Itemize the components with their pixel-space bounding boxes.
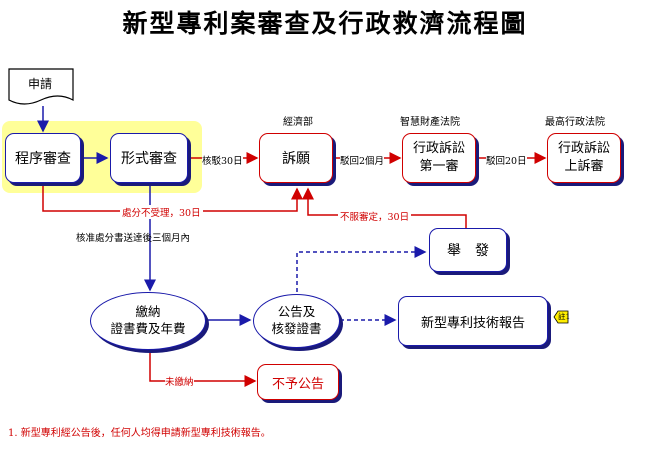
invalidation-box: 舉 發 <box>429 228 507 272</box>
page-title: 新型專利案審查及行政救濟流程圖 <box>122 9 528 38</box>
formal-review-label: 形式審查 <box>121 151 177 167</box>
no-announce-box: 不予公告 <box>257 364 339 400</box>
pay-fee-line1: 繳納 <box>135 304 161 320</box>
admin-litigation-first-line1: 行政訴訟 <box>412 141 465 157</box>
pay-fee-ellipse: 繳納 證書費及年費 <box>90 292 206 350</box>
label-disposal-dissatisfied: 處分不受理，30日 <box>120 205 203 219</box>
admin-litigation-appeal-box: 行政訴訟 上訴審 <box>547 133 621 183</box>
invalidation-label: 舉 發 <box>447 243 489 259</box>
apply-document <box>8 68 74 105</box>
label-decision-dissatisfied: 不服審定，30日 <box>338 209 412 223</box>
no-announce-label: 不予公告 <box>271 376 324 392</box>
authority-moea: 經濟部 <box>283 117 313 128</box>
petition-label: 訴願 <box>282 151 310 167</box>
admin-litigation-appeal-line1: 行政訴訟 <box>557 141 610 157</box>
label-dismissed-20: 駁回20日 <box>486 153 527 167</box>
note-badge-label: 註1 <box>558 312 571 321</box>
authority-supreme-admin-court: 最高行政法院 <box>545 117 605 128</box>
note-flag-icon <box>553 310 569 324</box>
admin-litigation-first-line2: 第一審 <box>419 159 459 174</box>
authority-ip-court: 智慧財產法院 <box>400 117 460 128</box>
edge-pay-noannounce <box>149 352 257 387</box>
announce-line2: 核發證書 <box>271 321 322 336</box>
label-dismissed-2m: 駁回2個月 <box>340 153 385 167</box>
procedural-review-box: 程序審查 <box>5 133 81 183</box>
announce-line1: 公告及 <box>277 304 316 320</box>
procedural-review-label: 程序審查 <box>15 151 71 167</box>
admin-litigation-appeal-line2: 上訴審 <box>564 159 604 174</box>
label-rejected-30: 核駁30日 <box>202 153 243 167</box>
formal-review-box: 形式審查 <box>110 133 188 183</box>
admin-litigation-first-box: 行政訴訟 第一審 <box>402 133 476 183</box>
footnote: 1. 新型專利經公告後，任何人均得申請新型專利技術報告。 <box>8 428 271 439</box>
apply-label: 申請 <box>28 77 53 91</box>
petition-box: 訴願 <box>259 133 333 183</box>
tech-report-label: 新型專利技術報告 <box>420 315 525 331</box>
tech-report-box: 新型專利技術報告 <box>398 296 548 346</box>
label-not-paid: 未繳納 <box>165 374 194 388</box>
edge-announce-invalidation <box>296 246 427 292</box>
pay-fee-line2: 證書費及年費 <box>110 321 186 336</box>
announce-ellipse: 公告及 核發證書 <box>253 294 340 348</box>
label-within-3-months: 核准處分書送達後三個月內 <box>76 233 191 244</box>
